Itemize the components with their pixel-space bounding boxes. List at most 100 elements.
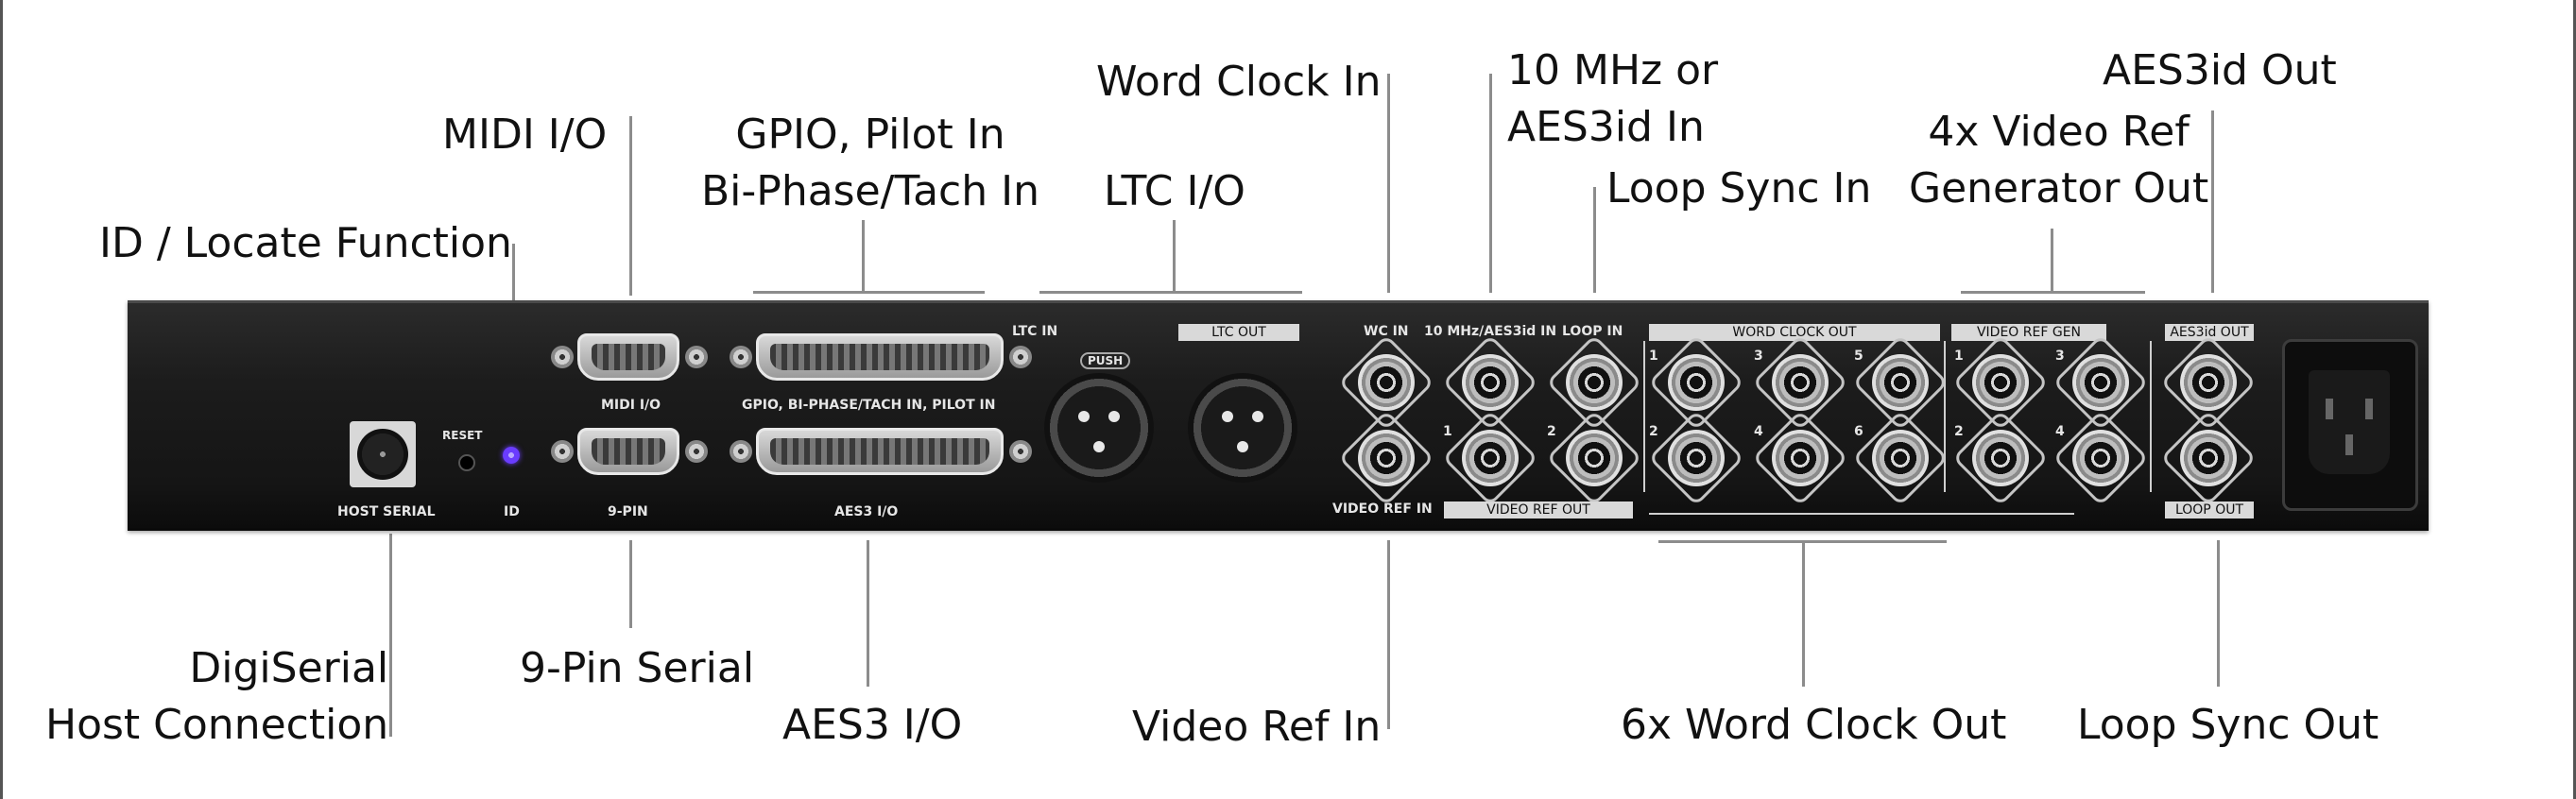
- gpio-label: GPIO, BI-PHASE/TACH IN, PILOT IN: [742, 398, 996, 413]
- callout-six-word-clock-out: 6x Word Clock Out: [1621, 701, 2007, 749]
- loop-in-label: LOOP IN: [1562, 324, 1623, 339]
- ltc-in-pin: [1108, 411, 1120, 422]
- leader-video-ref-in: [1387, 540, 1390, 729]
- leader-aes3-io: [867, 540, 869, 687]
- ten-mhz-bnc: [1462, 354, 1519, 411]
- midi-io-connector: [577, 333, 679, 381]
- callout-digiserial-line1: DigiSerial: [189, 644, 389, 692]
- callout-id-locate: ID / Locate Function: [99, 219, 512, 267]
- leader-video-ref-gen-bar: [1961, 291, 2145, 294]
- word-clock-out-number-6: 6: [1854, 424, 1863, 439]
- id-label: ID: [504, 504, 520, 519]
- reset-label: RESET: [442, 429, 483, 442]
- callout-aes3id-out: AES3id Out: [2103, 46, 2337, 94]
- ltc-in-pin: [1078, 411, 1090, 422]
- push-label: PUSH: [1080, 352, 1131, 369]
- callout-midi-io: MIDI I/O: [442, 110, 608, 159]
- video-ref-gen-label: VIDEO REF GEN: [1951, 324, 2106, 341]
- word-clock-out-3-bnc: [1772, 354, 1829, 411]
- callout-digiserial-line2: Host Connection: [45, 701, 389, 749]
- wc-in-bnc: [1358, 354, 1415, 411]
- word-clock-out-2-bnc: [1668, 430, 1725, 486]
- midi-io-label: MIDI I/O: [601, 398, 661, 413]
- callout-nine-pin: 9-Pin Serial: [520, 644, 755, 692]
- video-ref-gen-3-bnc: [2072, 354, 2129, 411]
- loop-out-label: LOOP OUT: [2165, 502, 2254, 518]
- word-clock-out-1-bnc: [1668, 354, 1725, 411]
- gpio-screw-right: [1009, 346, 1032, 368]
- aes3id-out-label: AES3id OUT: [2165, 324, 2254, 341]
- leader-loop-sync-out: [2217, 540, 2220, 687]
- ltc-in-pin: [1093, 441, 1105, 452]
- callout-loop-sync-out: Loop Sync Out: [2077, 701, 2379, 749]
- video-ref-in-label: VIDEO REF IN: [1332, 502, 1433, 517]
- ninepin-screw-right: [685, 440, 708, 463]
- host-serial-connector: [350, 421, 416, 487]
- video-ref-out-2-bnc: [1566, 430, 1623, 486]
- callout-digiserial: DigiSerial Host Connection: [45, 640, 388, 754]
- callout-loop-sync-in: Loop Sync In: [1606, 164, 1872, 212]
- power-pin: [2365, 399, 2373, 419]
- gpio-connector: [756, 333, 1004, 381]
- callout-ltc-io: LTC I/O: [1104, 167, 1245, 215]
- gpio-screw-left: [730, 346, 752, 368]
- callout-ten-mhz: 10 MHz or AES3id In: [1507, 42, 1718, 156]
- leader-midi-io: [629, 116, 632, 296]
- power-pin: [2326, 399, 2333, 419]
- word-clock-out-4-bnc: [1772, 430, 1829, 486]
- video-ref-in-bnc: [1358, 430, 1415, 486]
- callout-aes3-io: AES3 I/O: [782, 701, 963, 749]
- reset-button: [458, 454, 475, 471]
- leader-ltc-stem: [1173, 220, 1176, 293]
- word-clock-out-label: WORD CLOCK OUT: [1649, 324, 1940, 341]
- word-clock-out-number-3: 3: [1754, 348, 1763, 364]
- callout-gpio-line2: Bi-Phase/Tach In: [701, 167, 1039, 215]
- video-ref-out-1-bnc: [1462, 430, 1519, 486]
- leader-ltc-bar: [1039, 291, 1302, 294]
- video-ref-gen-number-2: 2: [1954, 424, 1964, 439]
- power-pin: [2345, 434, 2353, 455]
- callout-video-ref-gen-line1: 4x Video Ref: [1928, 108, 2190, 156]
- aes3-screw-left: [730, 440, 752, 463]
- id-led: [503, 447, 520, 464]
- ltc-in-label: LTC IN: [1012, 324, 1058, 339]
- device-rear-panel: HOST SERIAL RESET ID MIDI I/O 9-PIN GPIO…: [128, 300, 2429, 531]
- video-ref-out-label: VIDEO REF OUT: [1444, 502, 1633, 518]
- video-ref-gen-number-3: 3: [2055, 348, 2065, 364]
- power-inlet: [2282, 339, 2418, 511]
- midi-screw-right: [685, 346, 708, 368]
- word-clock-out-number-2: 2: [1649, 424, 1658, 439]
- callout-video-ref-in: Video Ref In: [1132, 703, 1382, 751]
- power-inlet-socket: [2309, 370, 2390, 474]
- video-ref-gen-number-1: 1: [1954, 348, 1964, 364]
- leader-gpio-bar: [753, 291, 985, 294]
- wc-in-label: WC IN: [1364, 324, 1409, 339]
- word-clock-out-number-5: 5: [1854, 348, 1863, 364]
- ltc-out-connector: [1188, 373, 1297, 483]
- divider-line: [1643, 341, 1645, 492]
- callout-video-ref-gen-line2: Generator Out: [1909, 164, 2209, 212]
- aes3id-out-bnc: [2180, 354, 2237, 411]
- video-ref-gen-1-bnc: [1972, 354, 2029, 411]
- video-ref-out-2-number: 2: [1547, 424, 1556, 439]
- ltc-out-label: LTC OUT: [1178, 324, 1299, 341]
- ninepin-screw-left: [551, 440, 574, 463]
- leader-ten-mhz: [1489, 74, 1492, 293]
- host-serial-label: HOST SERIAL: [337, 504, 436, 519]
- video-ref-out-1-number: 1: [1443, 424, 1452, 439]
- ltc-out-pin: [1222, 411, 1233, 422]
- aes3-io-connector: [756, 428, 1004, 475]
- nine-pin-label: 9-PIN: [608, 504, 648, 519]
- word-clock-out-number-1: 1: [1649, 348, 1658, 364]
- callout-video-ref-gen: 4x Video Ref Generator Out: [1909, 104, 2208, 217]
- ten-mhz-label: 10 MHz/AES3id IN: [1424, 324, 1557, 339]
- leader-aes3id-out: [2211, 110, 2214, 293]
- ltc-out-pin: [1252, 411, 1263, 422]
- video-ref-gen-4-bnc: [2072, 430, 2129, 486]
- divider-line: [1944, 341, 1946, 492]
- leader-nine-pin: [629, 540, 632, 628]
- callout-gpio: GPIO, Pilot In Bi-Phase/Tach In: [701, 107, 1039, 220]
- midi-screw-left: [551, 346, 574, 368]
- callout-ten-mhz-line1: 10 MHz or: [1507, 46, 1719, 94]
- word-clock-out-number-4: 4: [1754, 424, 1763, 439]
